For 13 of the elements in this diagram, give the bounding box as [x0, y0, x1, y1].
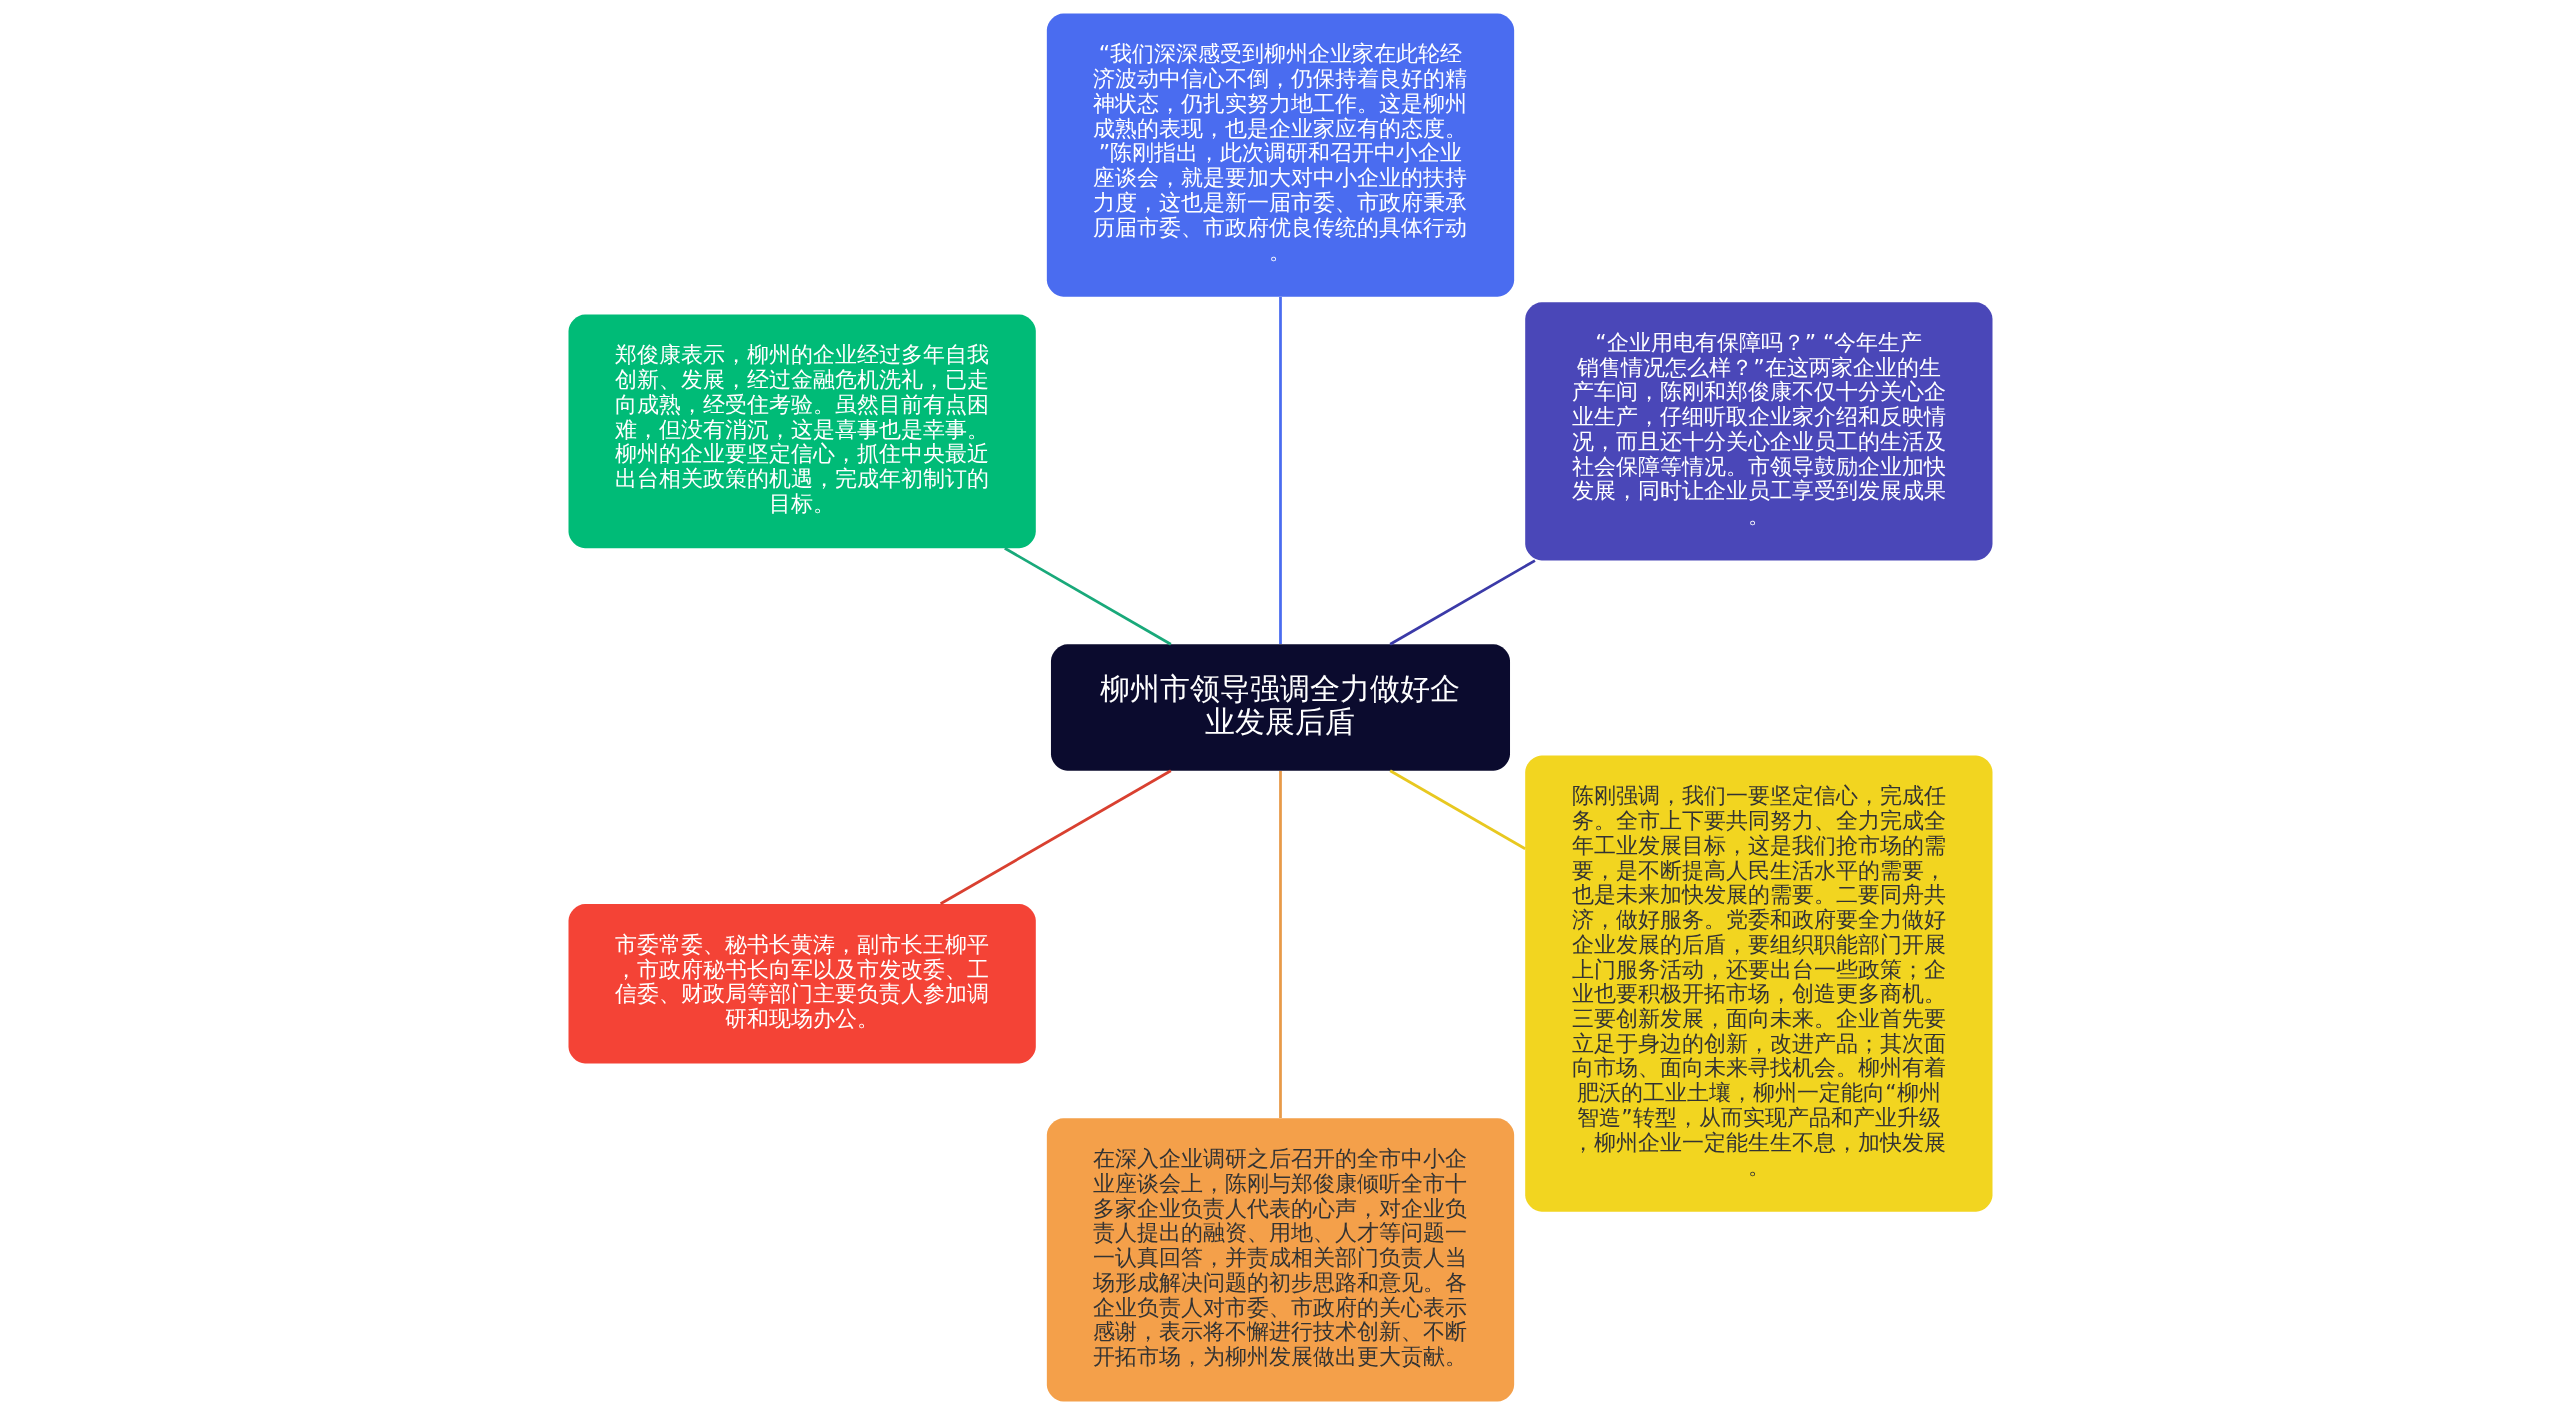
node-box: 市委常委、秘书长黄涛，副市长王柳平，市政府秘书长向军以及市发改委、工信委、财政局等部门主要负责人参加调研和现场办公。 [568, 903, 1036, 1064]
connector [1389, 769, 1526, 850]
connector [1003, 547, 1171, 646]
node-box: 陈刚强调，我们一要坚定信心，完成任务。全市上下要共同努力、全力完成全年工业发展目标，这是我们抢市场的需要，是不断提高人民生活水平的需要，也是未来加快发展的需要。二要同舟共济，做好服务。党委和政府要全力做好企业发展的后盾，要组织职能部门开展上门服务活动，还要出台一些政策；企业也要积极开拓市场，创造更多商机。三要创新发展，面向未来。企业首先要立足于身边的创新，改进产品；其次面向市场、面向未来寻找机会。柳州有着肥沃的工业土壤，柳州一定能向“柳州智造”转型，从而实现产品和产业升级，柳州企业一定能生生不息，加快发展。 [1524, 755, 1992, 1212]
connector [1278, 771, 1282, 1119]
connector [939, 769, 1171, 905]
node-box: 郑俊康表示，柳州的企业经过多年自我创新、发展，经过金融危机洗礼，已走向成熟，经受住考验。虽然目前有点困难，但没有消沉，这是喜事也是幸事。柳州的企业要坚定信心，抓住中央最近出台相关政策的机遇，完成年初制订的目标。 [568, 314, 1036, 549]
node-box: 柳州市领导强调全力做好企业发展后盾 [1050, 644, 1510, 771]
connector [1278, 296, 1282, 644]
node-box: “企业用电有保障吗？” “今年生产销售情况怎么样？”在这两家企业的生产车间，陈刚和郑俊康不仅十分关心企业生产，仔细听取企业家介绍和反映情况，而且还十分关心企业员工的生活及社会保障等情况。市领导鼓励企业加快发展，同时让企业员工享受到发展成果。 [1524, 302, 1992, 561]
connector [1389, 559, 1536, 646]
node-box: “我们深深感受到柳州企业家在此轮经济波动中信心不倒，仍保持着良好的精神状态，仍扎实努力地工作。这是柳州成熟的表现，也是企业家应有的态度。”陈刚指出，此次调研和召开中小企业座谈会，就是要加大对中小企业的扶持力度，这也是新一届市委、市政府秉承历届市委、市政府优良传统的具体行动。 [1046, 13, 1514, 297]
node-box: 在深入企业调研之后召开的全市中小企业座谈会上，陈刚与郑俊康倾听全市十多家企业负责人代表的心声，对企业负责人提出的融资、用地、人才等问题一一认真回答，并责成相关部门负责人当场形成解决问题的初步思路和意见。各企业负责人对市委、市政府的关心表示感谢，表示将不懈进行技术创新、不断开拓市场，为柳州发展做出更大贡献。 [1046, 1118, 1514, 1402]
